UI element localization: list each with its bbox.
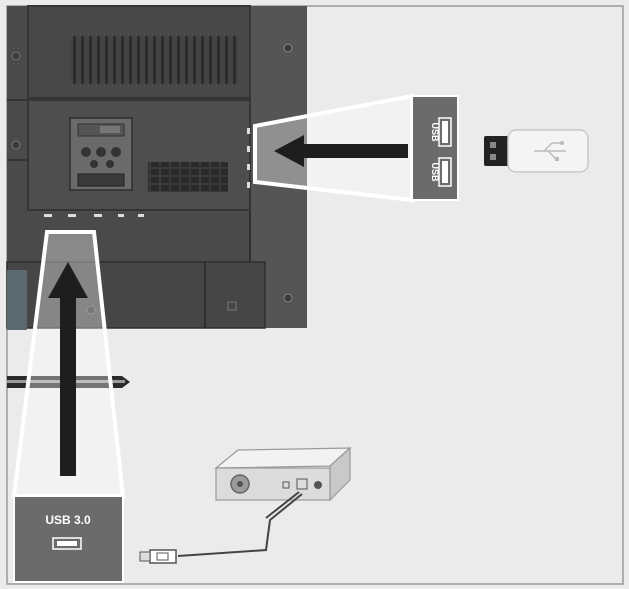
tv-lower-vent [148,162,228,192]
usb-bottom-label: USB [430,162,440,182]
usb3-label: USB 3.0 [45,513,91,527]
usb-flash-drive-icon [484,129,589,173]
usb3-port-panel: USB 3.0 [13,495,124,583]
usb-side-port-panel: USB USB [411,95,459,201]
vent-grille [70,36,238,84]
usb3-arrow [48,262,88,476]
hdd-cable [139,491,303,564]
usb3-port-icon [52,537,82,550]
usb-arrow [274,135,408,167]
external-hard-drive-icon [214,446,352,502]
tv-back-panel [6,5,307,330]
usb-top-port-icon [438,117,452,147]
usb-bottom-port-icon [438,157,452,187]
tv-port-cluster [69,117,133,191]
usb-top-label: USB [430,122,440,142]
